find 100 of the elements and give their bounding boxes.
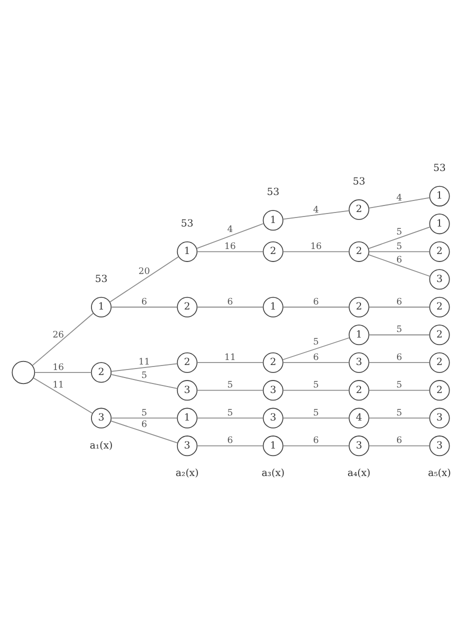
edge-label: 16 (224, 242, 236, 252)
connector (196, 251, 264, 252)
node-circle: 3 (429, 408, 450, 428)
node-circle: 3 (90, 408, 112, 428)
connector (196, 362, 264, 364)
edge-label: 16 (310, 242, 322, 252)
node-circle: 2 (176, 352, 198, 373)
connector (282, 251, 350, 252)
edge-label: 5 (396, 325, 402, 336)
connector (368, 306, 430, 308)
edge-label: 6 (313, 297, 319, 308)
node-circle: 2 (90, 362, 112, 383)
node-circle: 1 (429, 214, 450, 234)
connector (196, 390, 264, 391)
node-circle: 1 (262, 296, 284, 318)
connector (196, 418, 264, 419)
edge-label: 5 (313, 408, 319, 418)
label: a₃(x) (262, 468, 285, 480)
connector (368, 418, 430, 419)
edge-label: 5 (141, 408, 148, 418)
edge-label: 6 (227, 436, 233, 446)
connector (110, 363, 178, 372)
edge-label: 6 (396, 352, 402, 363)
edge-label: 5 (396, 408, 402, 418)
connector (34, 372, 92, 373)
connector (196, 445, 264, 446)
node-circle (12, 360, 36, 384)
edge-label: 4 (396, 194, 402, 204)
node-circle: 1 (429, 186, 450, 206)
edge-label: 5 (313, 380, 319, 391)
node-circle: 3 (176, 436, 198, 456)
connector (196, 223, 264, 249)
node-circle: 2 (262, 352, 284, 373)
node-circle: 1 (90, 296, 112, 318)
label: a₅(x) (428, 468, 452, 480)
connector (110, 306, 178, 308)
node-circle: 2 (348, 241, 370, 262)
edge-label: 16 (52, 362, 64, 373)
connector (368, 390, 430, 391)
connector (32, 312, 94, 366)
connector (282, 418, 350, 419)
label: a₁(x) (90, 440, 113, 452)
node-circle: 3 (348, 352, 370, 373)
node-circle: 1 (262, 436, 284, 456)
node-circle: 2 (429, 380, 450, 401)
node-circle: 2 (429, 324, 450, 346)
node-circle: 2 (348, 199, 370, 220)
edge-label: 6 (227, 297, 233, 308)
node-circle: 3 (429, 436, 450, 456)
edge-label: 5 (396, 242, 402, 252)
label: 53 (95, 274, 108, 285)
connector (368, 254, 431, 277)
connector (282, 337, 350, 360)
node-circle: 2 (348, 380, 370, 401)
edge-label: 6 (141, 420, 148, 430)
node-circle: 3 (262, 380, 284, 401)
connector (110, 418, 178, 419)
edge-label: 5 (396, 228, 402, 238)
node-circle: 2 (176, 296, 198, 318)
label: a₂(x) (176, 468, 199, 480)
label: 53 (180, 218, 194, 230)
connector (282, 362, 350, 364)
node-circle: 2 (262, 241, 284, 262)
connector (368, 445, 430, 446)
edge-label: 5 (313, 338, 319, 348)
node-circle: 2 (429, 296, 450, 318)
node-circle: 1 (348, 324, 370, 346)
label: 53 (433, 162, 446, 174)
node-circle: 2 (429, 241, 450, 262)
edge-label: 26 (52, 330, 64, 341)
edge-label: 5 (141, 370, 148, 381)
connector (368, 334, 430, 336)
connector (282, 445, 350, 446)
connector (110, 420, 178, 444)
node-circle: 3 (262, 408, 284, 428)
node-circle: 2 (348, 296, 370, 318)
connector (368, 362, 430, 364)
connector (368, 251, 430, 252)
connector (110, 374, 178, 390)
edge-label: 4 (313, 205, 319, 216)
edge-label: 6 (313, 436, 319, 446)
edge-label: 5 (396, 380, 402, 391)
edge-label: 6 (396, 255, 402, 266)
node-circle: 1 (176, 408, 198, 428)
edge-label: 11 (138, 357, 150, 368)
connector (32, 377, 93, 414)
node-circle: 3 (348, 436, 370, 456)
edge-label: 5 (227, 408, 233, 418)
node-circle: 3 (176, 380, 198, 401)
edge-label: 11 (52, 380, 64, 391)
node-circle: 1 (176, 241, 198, 262)
connector (282, 210, 350, 220)
node-circle: 3 (429, 269, 450, 290)
connector (368, 226, 431, 250)
label: 53 (266, 187, 280, 198)
connector (368, 197, 430, 208)
connector (282, 306, 350, 308)
edge-label: 6 (313, 352, 319, 363)
edge-label: 6 (396, 297, 402, 308)
connector (109, 256, 179, 302)
